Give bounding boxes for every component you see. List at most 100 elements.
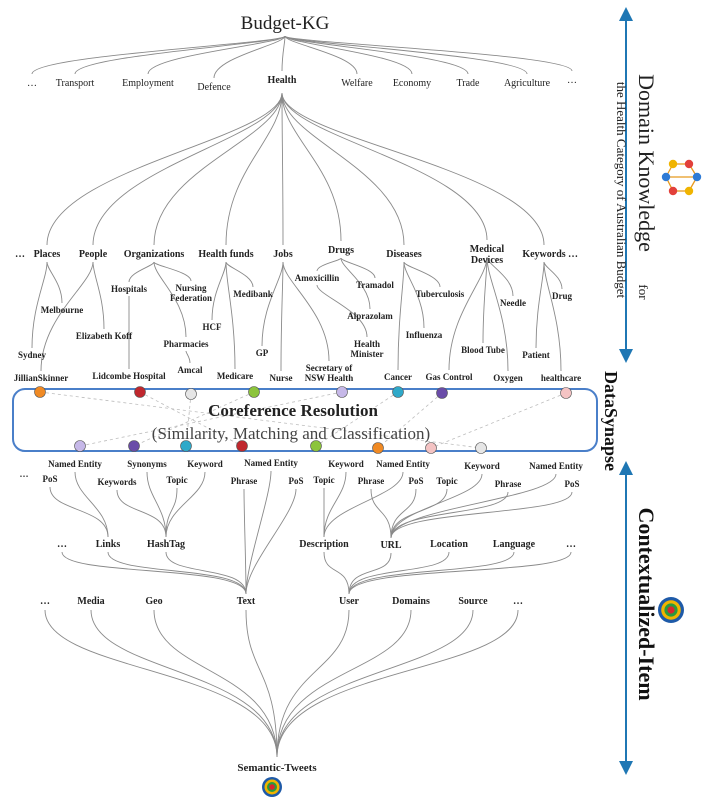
edge: [543, 261, 563, 290]
feature-b2: Keywords: [98, 477, 137, 487]
edge: [390, 473, 557, 539]
edge: [281, 92, 342, 242]
edge: [90, 609, 278, 758]
entity-dot: [436, 387, 448, 399]
feature-b8: PoS: [408, 476, 423, 486]
leaf-cancer: Cancer: [384, 372, 412, 382]
feature-b6: Topic: [313, 475, 334, 485]
entity-dot: [74, 440, 86, 452]
leaf-medicare: Medicare: [217, 371, 253, 381]
coref-link: [139, 391, 243, 447]
entity-blood-tube: Blood Tube: [461, 345, 505, 355]
edge: [482, 256, 488, 344]
entity-drug: Drug: [552, 291, 572, 301]
entity-pharmacies: Pharmacies: [164, 339, 209, 349]
feature-b0: …: [20, 469, 29, 479]
edge: [74, 471, 109, 538]
entity-dot: [185, 388, 197, 400]
entity-elizabeth-koff: Elizabeth Koff: [76, 331, 133, 341]
context-attr-description: Description: [299, 539, 349, 550]
edge: [74, 35, 286, 75]
feature-b5: PoS: [288, 476, 303, 486]
feature-f7: Keyword: [464, 461, 500, 471]
context-attr-location: Location: [430, 539, 468, 550]
context-field-text: Text: [237, 596, 256, 607]
entity-dot: [425, 442, 437, 454]
edge: [276, 609, 350, 758]
context-attr-m0: …: [57, 539, 67, 550]
coref-link: [430, 392, 567, 449]
edge: [403, 261, 441, 288]
edge: [261, 261, 284, 347]
edge: [348, 552, 392, 595]
context-attr-hashtag: HashTag: [147, 539, 185, 550]
edge: [397, 261, 405, 371]
entity-gp: GP: [256, 348, 269, 358]
coref-link: [79, 391, 343, 447]
health-group-dots: …: [15, 249, 25, 260]
edge: [153, 261, 192, 282]
edge: [340, 257, 371, 310]
contextualized-target-icon: [658, 597, 684, 623]
edge: [486, 256, 514, 297]
entity-influenza: Influenza: [406, 330, 443, 340]
entity-melbourne: Melbourne: [41, 305, 84, 315]
budget-category-economy: Economy: [393, 78, 431, 89]
edge: [282, 261, 330, 362]
entity-alprazolam: Alprazolam: [347, 311, 393, 321]
health-group-diseases: Diseases: [386, 249, 422, 260]
feature-b9: Topic: [436, 476, 457, 486]
health-group-places: Places: [34, 249, 61, 260]
knowledge-graph-icon: [661, 159, 702, 196]
edge: [213, 35, 286, 79]
edge: [146, 471, 167, 538]
edge: [245, 609, 278, 758]
context-field-t0: …: [40, 596, 50, 607]
context-field-source: Source: [458, 596, 488, 607]
edge: [92, 92, 283, 246]
entity-needle: Needle: [500, 298, 526, 308]
edge: [211, 261, 227, 321]
edge: [390, 488, 417, 539]
feature-f1: Named Entity: [48, 459, 102, 469]
entity-dot: [392, 386, 404, 398]
health-group-organizations: Organizations: [124, 249, 185, 260]
edge: [107, 551, 247, 595]
entity-hospitals: Hospitals: [111, 284, 148, 294]
coref-link: [377, 392, 443, 449]
edge: [281, 92, 405, 246]
edge: [185, 350, 191, 364]
edge: [225, 92, 283, 246]
feature-f8: Named Entity: [529, 461, 583, 471]
feature-f3: Keyword: [187, 459, 223, 469]
leaf-jillian-skinner: JillianSkinner: [14, 373, 69, 383]
edge: [31, 261, 48, 349]
health-group-health-funds: Health funds: [198, 249, 253, 260]
edge: [153, 609, 278, 758]
health-group-people: People: [79, 249, 108, 260]
edge: [348, 551, 515, 595]
coref-link: [185, 393, 192, 447]
feature-f6: Named Entity: [376, 459, 430, 469]
entity-dot: [560, 387, 572, 399]
context-attr-links: Links: [96, 539, 121, 550]
contextualized-item-label: Contextualized-Item: [634, 507, 659, 700]
leaf-gas-control: Gas Control: [425, 372, 473, 382]
edge: [61, 551, 247, 595]
entity-patient: Patient: [522, 350, 550, 360]
budget-category-agriculture: Agriculture: [504, 78, 551, 89]
health-group-jobs: Jobs: [273, 249, 293, 260]
health-group-dots2: …: [568, 249, 578, 260]
coref-link: [39, 391, 482, 449]
entity-dot: [475, 442, 487, 454]
edge: [348, 551, 572, 595]
feature-f4: Named Entity: [244, 458, 298, 468]
edge: [284, 35, 413, 75]
entity-dot: [336, 386, 348, 398]
entity-dot: [128, 440, 140, 452]
edge: [92, 261, 105, 330]
edge: [31, 35, 286, 75]
domain-knowledge-sub-label: the Health Category of Australian Budget: [614, 82, 629, 299]
entity-tramadol: Tramadol: [356, 280, 394, 290]
